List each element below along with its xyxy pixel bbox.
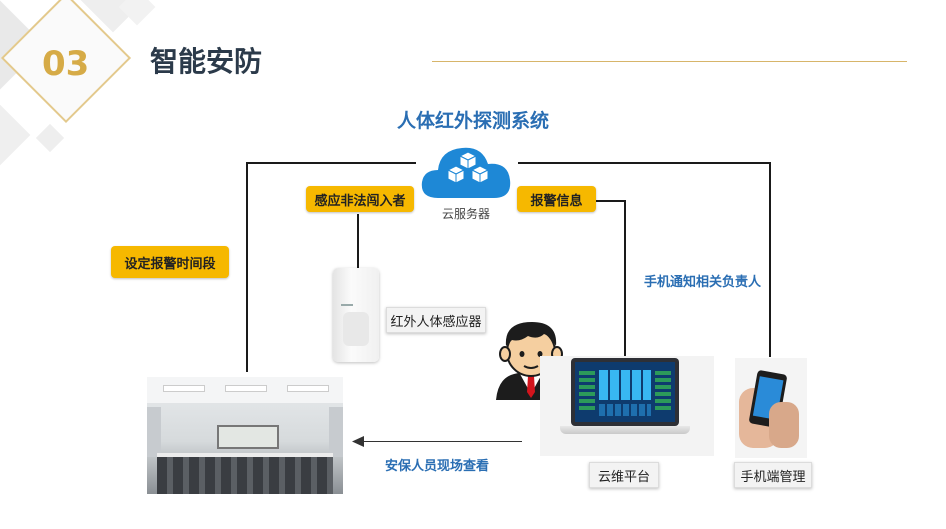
connector-line xyxy=(596,200,626,202)
connector-line xyxy=(246,162,248,372)
laptop-image xyxy=(540,356,714,456)
connector-line xyxy=(518,162,771,164)
notify-flow-label: 手机通知相关负责人 xyxy=(644,275,762,290)
tag-intrusion: 感应非法闯入者 xyxy=(306,186,414,212)
classroom-image xyxy=(147,377,343,494)
tag-alarm-period: 设定报警时间段 xyxy=(111,246,229,278)
phone-image xyxy=(735,358,807,458)
onsite-arrow-line xyxy=(360,441,522,442)
diagram-title: 人体红外探测系统 xyxy=(396,110,549,132)
cloud-server-icon xyxy=(421,147,511,198)
title-divider xyxy=(432,61,907,62)
page-title: 智能安防 xyxy=(150,45,263,78)
decor-square xyxy=(118,0,156,26)
section-number: 03 xyxy=(42,44,90,84)
cloud-platform-label: 云维平台 xyxy=(589,462,659,488)
connector-line xyxy=(624,200,626,358)
onsite-flow-label: 安保人员现场查看 xyxy=(385,459,490,474)
mobile-mgmt-label: 手机端管理 xyxy=(734,462,812,488)
arrow-left-icon xyxy=(352,436,364,447)
tag-alarm-info: 报警信息 xyxy=(517,186,596,212)
connector-line xyxy=(357,214,359,268)
connector-line xyxy=(769,162,771,357)
infrared-sensor-image xyxy=(333,268,379,362)
connector-line xyxy=(246,162,416,164)
sensor-label: 红外人体感应器 xyxy=(386,307,486,333)
cloud-label: 云服务器 xyxy=(441,207,490,221)
